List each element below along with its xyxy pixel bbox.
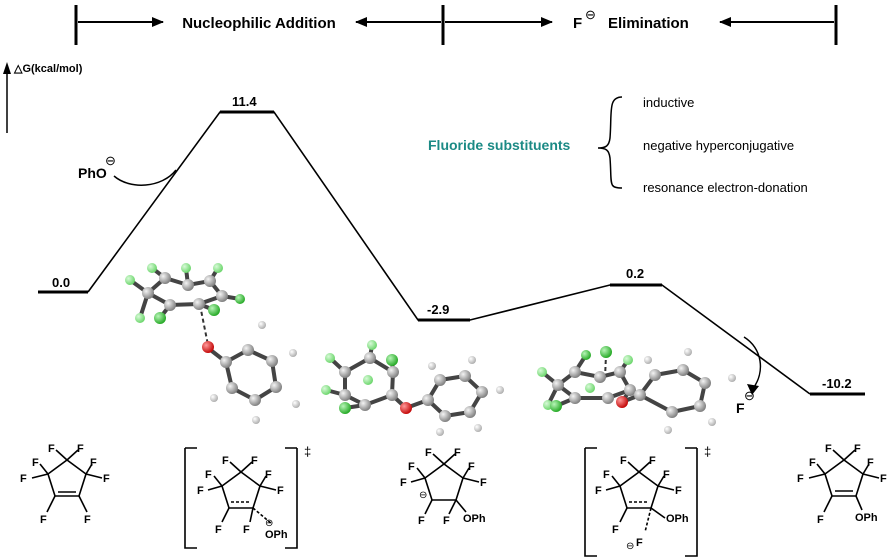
- svg-text:F: F: [663, 469, 670, 481]
- structure-ts1: [184, 447, 298, 549]
- svg-text:F: F: [277, 485, 284, 497]
- structure-ts2: [584, 447, 698, 557]
- svg-text:F: F: [797, 473, 804, 485]
- phase-header: Nucleophilic Addition F ⊖ Elimination: [74, 5, 838, 45]
- svg-text:F: F: [649, 455, 656, 467]
- svg-text:‡: ‡: [704, 444, 711, 459]
- phase2-charge: ⊖: [585, 7, 596, 22]
- svg-text:F: F: [867, 457, 874, 469]
- svg-text:F: F: [675, 485, 682, 497]
- svg-text:F: F: [480, 477, 487, 489]
- svg-text:F: F: [197, 485, 204, 497]
- svg-text:F: F: [243, 524, 250, 536]
- svg-text:F: F: [84, 514, 91, 526]
- svg-text:OPh: OPh: [265, 529, 288, 541]
- svg-text:F: F: [443, 515, 450, 527]
- svg-text:F: F: [400, 477, 407, 489]
- svg-text:F: F: [20, 473, 27, 485]
- svg-text:F: F: [636, 537, 643, 549]
- nucleophile-label: PhO: [78, 165, 107, 181]
- model-intermediate: [321, 340, 504, 436]
- substituent-item: resonance electron-donation: [643, 180, 808, 195]
- svg-text:F: F: [817, 514, 824, 526]
- svg-text:F: F: [825, 443, 832, 455]
- svg-text:F: F: [809, 457, 816, 469]
- nucleophile-charge: ⊖: [105, 153, 116, 168]
- phase1-label: Nucleophilic Addition: [182, 15, 336, 32]
- svg-text:OPh: OPh: [855, 512, 878, 524]
- svg-text:F: F: [612, 524, 619, 536]
- svg-text:F: F: [32, 457, 39, 469]
- svg-text:‡: ‡: [304, 444, 311, 459]
- energy-axis: △G(kcal/mol): [3, 62, 83, 133]
- energy-product: -10.2: [822, 376, 852, 391]
- svg-text:OPh: OPh: [666, 513, 689, 525]
- substituent-title: Fluoride substituents: [428, 137, 571, 153]
- svg-text:F: F: [222, 455, 229, 467]
- svg-text:F: F: [595, 485, 602, 497]
- svg-text:⊖: ⊖: [419, 490, 427, 501]
- energy-ts1: 11.4: [232, 94, 257, 109]
- substituent-item: inductive: [643, 95, 694, 110]
- svg-text:F: F: [454, 447, 461, 459]
- phase2-label: Elimination: [608, 15, 689, 32]
- svg-text:F: F: [265, 469, 272, 481]
- model-ts2: [537, 346, 736, 434]
- svg-text:F: F: [880, 473, 887, 485]
- fluoride-charge: ⊖: [744, 388, 755, 403]
- svg-text:F: F: [620, 455, 627, 467]
- svg-text:⊖: ⊖: [626, 541, 634, 552]
- structure-reactant: [31, 449, 103, 513]
- substituent-effects: Fluoride substituents inductive negative…: [428, 95, 808, 195]
- svg-text:F: F: [418, 515, 425, 527]
- model-ts1: [125, 263, 300, 424]
- structure-intermediate: [410, 453, 480, 515]
- svg-text:F: F: [77, 443, 84, 455]
- nucleophile-attack: PhO ⊖: [78, 153, 177, 186]
- svg-text:F: F: [468, 461, 475, 473]
- svg-text:F: F: [48, 443, 55, 455]
- fluoride-leaving: F ⊖: [736, 336, 762, 416]
- svg-text:F: F: [854, 443, 861, 455]
- energy-intermediate: -2.9: [427, 302, 449, 317]
- energy-profile: 0.0 11.4 -2.9 0.2 -10.2: [38, 94, 865, 396]
- substituent-item: negative hyperconjugative: [643, 138, 794, 153]
- fluoride-label: F: [736, 400, 745, 416]
- svg-text:F: F: [205, 469, 212, 481]
- axis-label: △G(kcal/mol): [13, 63, 83, 75]
- svg-text:F: F: [425, 447, 432, 459]
- svg-text:F: F: [215, 524, 222, 536]
- phase2-prefix: F: [573, 15, 582, 32]
- svg-text:F: F: [603, 469, 610, 481]
- energy-reactant: 0.0: [52, 275, 70, 290]
- structure-product: [808, 449, 880, 513]
- svg-text:OPh: OPh: [463, 513, 486, 525]
- svg-text:F: F: [408, 461, 415, 473]
- svg-text:⊖: ⊖: [265, 518, 273, 529]
- svg-text:F: F: [40, 514, 47, 526]
- svg-text:F: F: [103, 473, 110, 485]
- svg-text:F: F: [251, 455, 258, 467]
- svg-text:F: F: [90, 457, 97, 469]
- energy-ts2: 0.2: [626, 266, 644, 281]
